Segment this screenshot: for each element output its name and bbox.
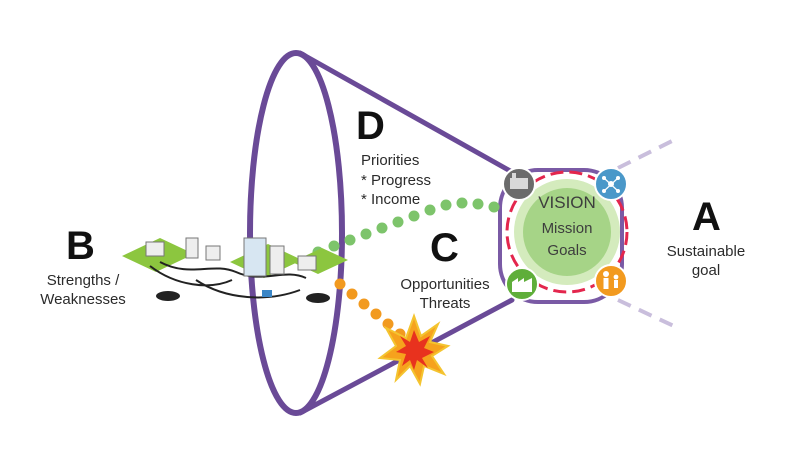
label-c-letter: C — [430, 226, 459, 270]
goal-guide-lines — [617, 136, 679, 330]
label-goals: Goals — [547, 242, 587, 259]
label-sustainable: Sustainable — [666, 243, 746, 260]
label-opportunities: Opportunities — [400, 276, 490, 293]
funnel-mouth — [247, 50, 345, 416]
label-a-letter: A — [692, 195, 721, 239]
network-icon — [594, 167, 628, 201]
label-vision: VISION — [538, 193, 596, 212]
label-weaknesses: Weaknesses — [40, 291, 126, 308]
family-icon — [594, 264, 628, 298]
label-mission: Mission — [541, 220, 593, 237]
label-progress: * Progress — [361, 172, 432, 189]
label-priorities: Priorities — [361, 152, 420, 169]
label-strengths: Strengths / — [46, 272, 120, 289]
label-income: * Income — [361, 191, 421, 208]
explosion-icon — [377, 313, 451, 387]
label-goal: goal — [691, 262, 721, 279]
label-threats: Threats — [419, 295, 471, 312]
vision-circle — [505, 170, 629, 294]
label-b-letter: B — [66, 224, 95, 268]
orange-dotted-path — [334, 278, 406, 340]
factory-icon — [502, 167, 536, 201]
city-icon — [122, 237, 348, 303]
industry-icon — [505, 267, 539, 301]
label-d-letter: D — [356, 104, 385, 148]
